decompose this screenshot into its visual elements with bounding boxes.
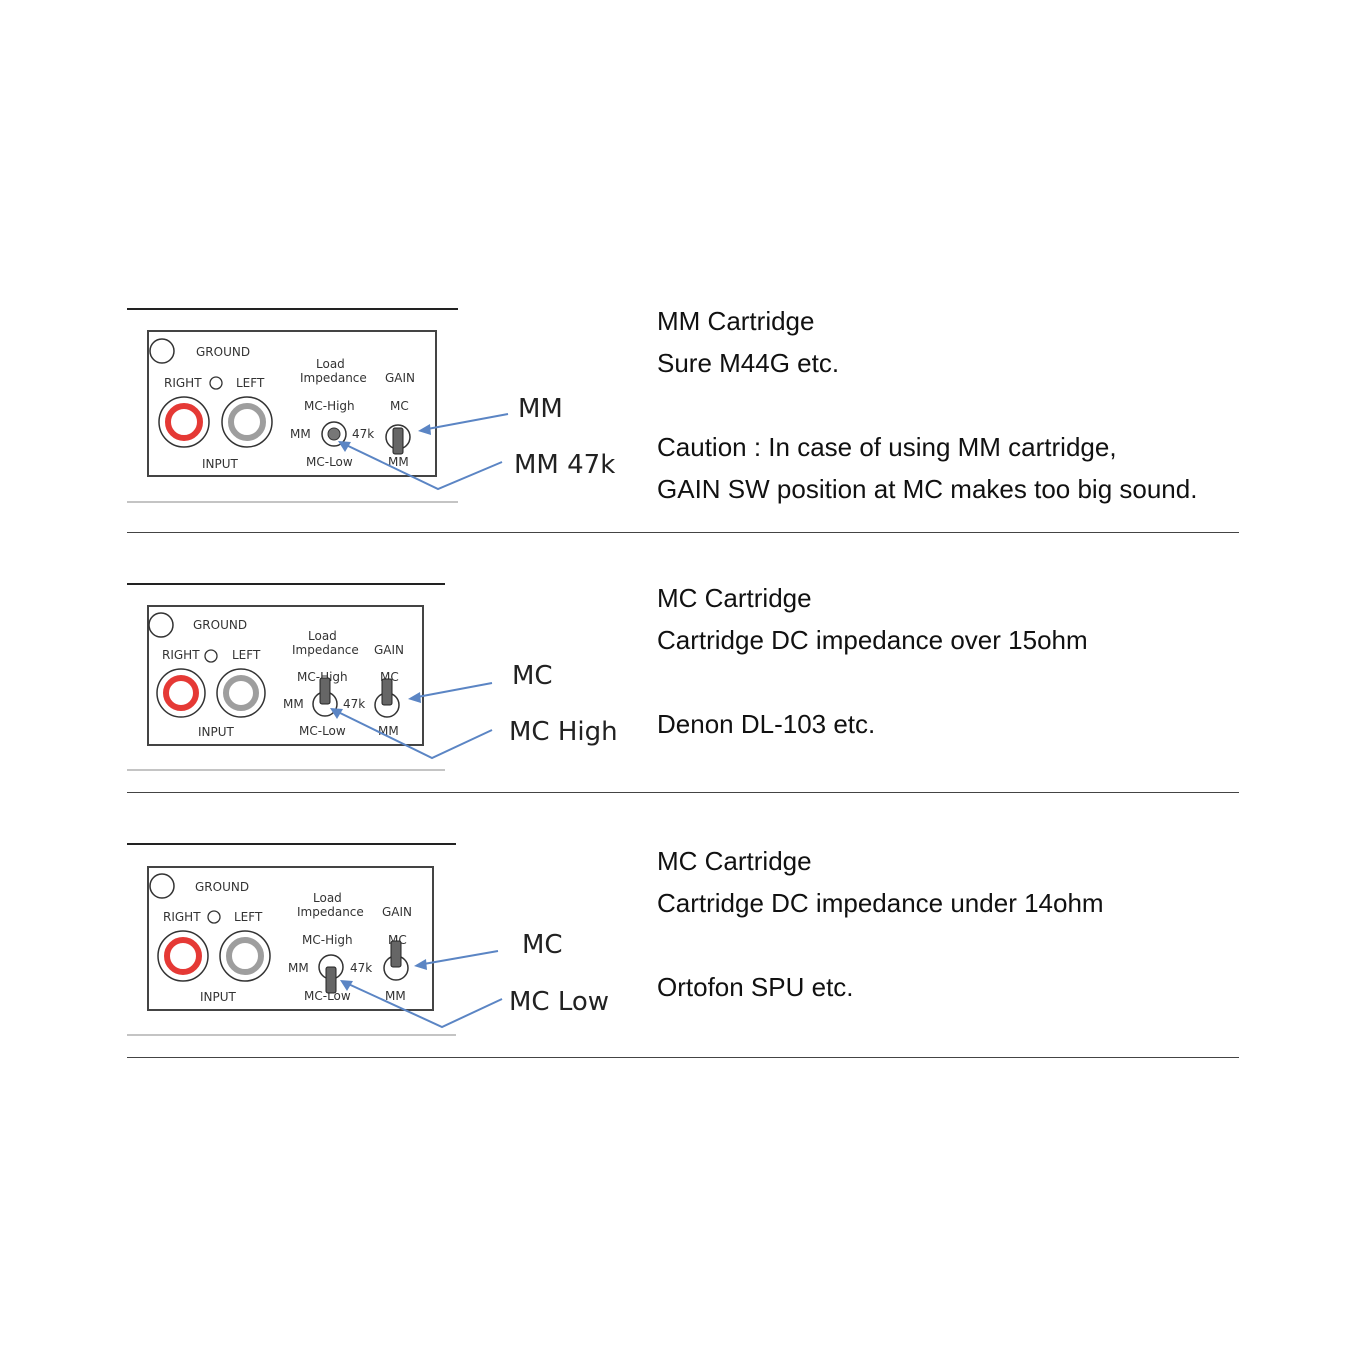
desc-line: Cartridge DC impedance under 14ohm xyxy=(657,888,1104,918)
load-setting-label: MC Low xyxy=(509,987,610,1017)
desc-line xyxy=(657,661,1088,703)
rca-right-jack-icon xyxy=(156,668,206,718)
arrow-gain-icon xyxy=(418,413,509,435)
load-label: Load xyxy=(313,891,342,905)
section-divider xyxy=(127,792,1239,793)
indicator-icon xyxy=(207,910,221,924)
k47-label: 47k xyxy=(350,961,372,975)
desc-line: Sure M44G etc. xyxy=(657,348,840,378)
right-label: RIGHT xyxy=(163,910,201,924)
ground-label: GROUND xyxy=(195,880,249,894)
desc-line xyxy=(657,384,1197,426)
description: MM Cartridge Sure M44G etc. Caution : In… xyxy=(657,300,1197,510)
mc-low-label: MC-Low xyxy=(306,455,353,469)
load-mm-label: MM xyxy=(290,427,311,441)
mc-low-label: MC-Low xyxy=(299,724,346,738)
impedance-label: Impedance xyxy=(292,643,359,657)
ground-label: GROUND xyxy=(196,345,250,359)
desc-line: MC Cartridge xyxy=(657,846,812,876)
description: MC Cartridge Cartridge DC impedance unde… xyxy=(657,840,1104,1008)
section-divider xyxy=(127,1057,1239,1058)
mc-high-label: MC-High xyxy=(297,670,348,684)
rca-left-jack-icon xyxy=(219,930,271,982)
load-setting-label: MC High xyxy=(509,717,618,747)
load-mm-label: MM xyxy=(283,697,304,711)
phono-panel-diagram: GROUND RIGHT LEFT INPUT Load Impedance G… xyxy=(127,308,509,503)
gain-switch xyxy=(374,678,400,718)
desc-line: Cartridge DC impedance over 15ohm xyxy=(657,625,1088,655)
rca-right-jack-icon xyxy=(157,930,209,982)
ground-terminal-icon xyxy=(149,873,175,899)
rca-left-jack-icon xyxy=(221,396,273,448)
load-impedance-switch xyxy=(321,421,347,447)
phono-panel-diagram: GROUND RIGHT LEFT INPUT Load Impedance G… xyxy=(127,583,493,771)
load-label: Load xyxy=(316,357,345,371)
desc-line: Ortofon SPU etc. xyxy=(657,972,854,1002)
arrow-load-icon xyxy=(330,708,493,760)
input-label: INPUT xyxy=(200,990,237,1004)
indicator-icon xyxy=(209,376,223,390)
desc-line: Caution : In case of using MM cartridge, xyxy=(657,432,1117,462)
desc-line: GAIN SW position at MC makes too big sou… xyxy=(657,474,1198,504)
gain-switch xyxy=(383,940,409,981)
ground-terminal-icon xyxy=(148,612,174,638)
k47-label: 47k xyxy=(352,427,374,441)
mc-low-label: MC-Low xyxy=(304,989,351,1003)
indicator-icon xyxy=(204,649,218,663)
load-impedance-switch xyxy=(318,954,344,994)
rca-right-jack-icon xyxy=(158,396,210,448)
impedance-label: Impedance xyxy=(300,371,367,385)
gain-label: GAIN xyxy=(382,905,412,919)
gain-setting-label: MC xyxy=(512,661,553,691)
gain-setting-label: MC xyxy=(522,930,563,960)
gain-label: GAIN xyxy=(385,371,415,385)
arrow-load-icon xyxy=(338,441,503,491)
arrow-gain-icon xyxy=(414,950,499,970)
gain-setting-label: MM xyxy=(518,394,563,424)
load-setting-label: MM 47k xyxy=(514,450,616,480)
ground-label: GROUND xyxy=(193,618,247,632)
ground-terminal-icon xyxy=(149,338,175,364)
mc-high-label: MC-High xyxy=(304,399,355,413)
gain-mc-label: MC xyxy=(390,399,409,413)
desc-line: Denon DL-103 etc. xyxy=(657,709,876,739)
impedance-label: Impedance xyxy=(297,905,364,919)
gain-switch xyxy=(385,424,411,455)
desc-line xyxy=(657,924,1104,966)
gain-mm-label: MM xyxy=(385,989,406,1003)
description: MC Cartridge Cartridge DC impedance over… xyxy=(657,577,1088,745)
right-label: RIGHT xyxy=(164,376,202,390)
right-label: RIGHT xyxy=(162,648,200,662)
input-label: INPUT xyxy=(202,457,239,471)
desc-line: MM Cartridge xyxy=(657,306,815,336)
load-label: Load xyxy=(308,629,337,643)
k47-label: 47k xyxy=(343,697,365,711)
desc-line: MC Cartridge xyxy=(657,583,812,613)
input-label: INPUT xyxy=(198,725,235,739)
phono-panel-diagram: GROUND RIGHT LEFT INPUT Load Impedance G… xyxy=(127,843,503,1036)
load-mm-label: MM xyxy=(288,961,309,975)
arrow-load-icon xyxy=(340,980,503,1029)
left-label: LEFT xyxy=(236,376,265,390)
arrow-gain-icon xyxy=(408,682,493,703)
rca-left-jack-icon xyxy=(216,668,266,718)
load-impedance-switch xyxy=(312,677,338,717)
section-divider xyxy=(127,532,1239,533)
gain-label: GAIN xyxy=(374,643,404,657)
mc-high-label: MC-High xyxy=(302,933,353,947)
gain-mm-label: MM xyxy=(388,455,409,469)
left-label: LEFT xyxy=(232,648,261,662)
left-label: LEFT xyxy=(234,910,263,924)
